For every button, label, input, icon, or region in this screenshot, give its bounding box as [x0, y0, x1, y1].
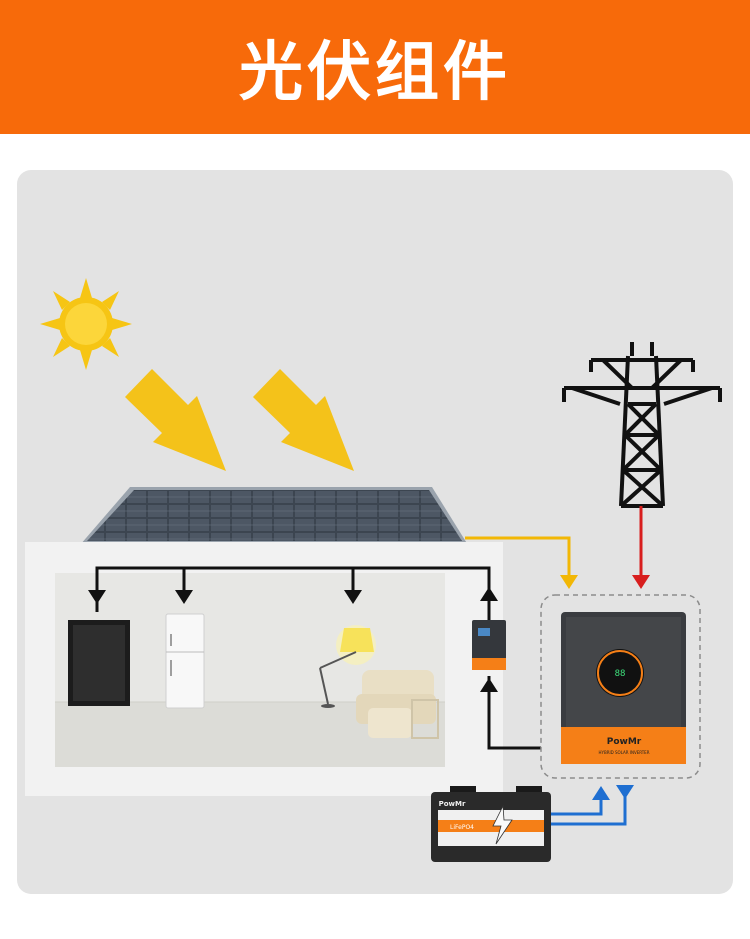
arrow-down-icon: [560, 575, 578, 589]
inverter-brand: PowMr: [607, 737, 642, 747]
refrigerator-image: [165, 613, 205, 709]
floor-lamp-image: [319, 625, 376, 708]
inverter-caption: HYBRID SOLAR INVERTER: [599, 750, 650, 755]
sunlight-arrow-icon: [125, 369, 226, 471]
battery-label: LiFePO4: [450, 824, 474, 831]
arrow-down-icon: [175, 590, 193, 604]
arrow-up-icon: [480, 587, 498, 601]
battery-brand: PowMr: [439, 800, 466, 808]
pv-line: [465, 536, 571, 576]
arrow-down-icon: [88, 590, 106, 604]
solar-panel-image: [80, 487, 468, 545]
power-tower-icon: [562, 342, 722, 508]
sofa-image: [356, 670, 439, 739]
arrow-down-icon: [632, 575, 650, 589]
battery-lines: [550, 792, 627, 826]
arrow-down-icon: [616, 785, 634, 799]
svg-text:88: 88: [615, 669, 626, 679]
battery-image: [431, 786, 551, 862]
title-banner: 光伏组件: [0, 0, 750, 134]
sunlight-arrow-icon: [253, 369, 354, 471]
sun-icon: [40, 278, 132, 370]
charge-controller-image: [472, 620, 506, 670]
page-title: 光伏组件: [239, 36, 511, 110]
inverter-image: 88: [561, 612, 686, 764]
arrow-up-icon: [480, 678, 498, 692]
arrow-up-icon: [592, 786, 610, 800]
tv-image: [68, 620, 130, 706]
arrow-down-icon: [344, 590, 362, 604]
inverter-highlight-box: [540, 594, 701, 779]
